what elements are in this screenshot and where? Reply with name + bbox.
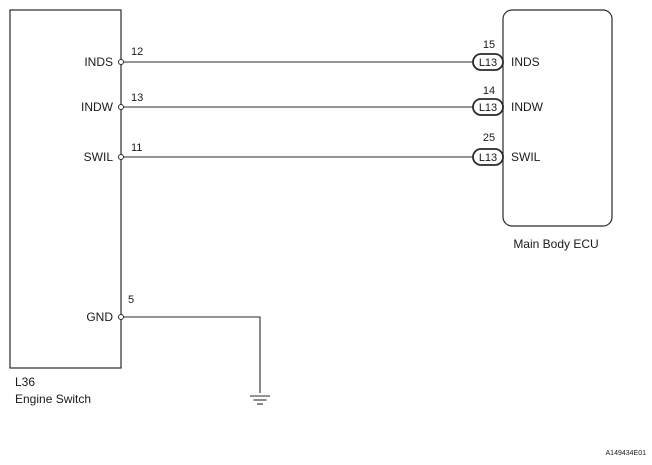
ecu-terminal-label-inds: INDS	[511, 55, 540, 69]
switch-terminal-label-inds: INDS	[84, 55, 113, 69]
connector-inds-ecu	[472, 53, 504, 71]
switch-pin-number-gnd: 5	[128, 294, 134, 306]
terminal-swil-switch	[118, 154, 124, 160]
ecu-pin-number-inds: 15	[483, 39, 495, 51]
main-body-ecu-box	[502, 9, 613, 227]
connector-swil-ecu	[472, 148, 504, 166]
wire-gnd	[123, 316, 261, 393]
switch-pin-number-indw: 13	[131, 92, 143, 104]
ecu-pin-number-swil: 25	[483, 132, 495, 144]
ecu-terminal-label-swil: SWIL	[511, 150, 541, 164]
terminal-indw-switch	[118, 104, 124, 110]
switch-terminal-label-gnd: GND	[86, 310, 113, 324]
switch-terminal-label-swil: SWIL	[84, 150, 114, 164]
ecu-name: Main Body ECU	[513, 237, 598, 251]
ground-icon	[250, 395, 270, 405]
connector-indw-ecu	[472, 98, 504, 116]
ecu-connector-code-swil: L13	[479, 152, 497, 164]
ecu-connector-code-inds: L13	[479, 57, 497, 69]
ecu-connector-code-indw: L13	[479, 102, 497, 114]
figure-code: A149434E01	[606, 450, 647, 457]
switch-pin-number-inds: 12	[131, 46, 143, 58]
switch-pin-number-swil: 11	[131, 142, 142, 154]
engine-switch-name: Engine Switch	[15, 392, 91, 406]
terminal-gnd-switch	[118, 314, 124, 320]
ecu-pin-number-indw: 14	[483, 85, 495, 97]
terminal-inds-switch	[118, 59, 124, 65]
switch-terminal-label-indw: INDW	[81, 100, 114, 114]
ecu-terminal-label-indw: INDW	[511, 100, 544, 114]
engine-switch-connector-code: L36	[15, 375, 35, 389]
engine-switch-box	[9, 9, 122, 369]
